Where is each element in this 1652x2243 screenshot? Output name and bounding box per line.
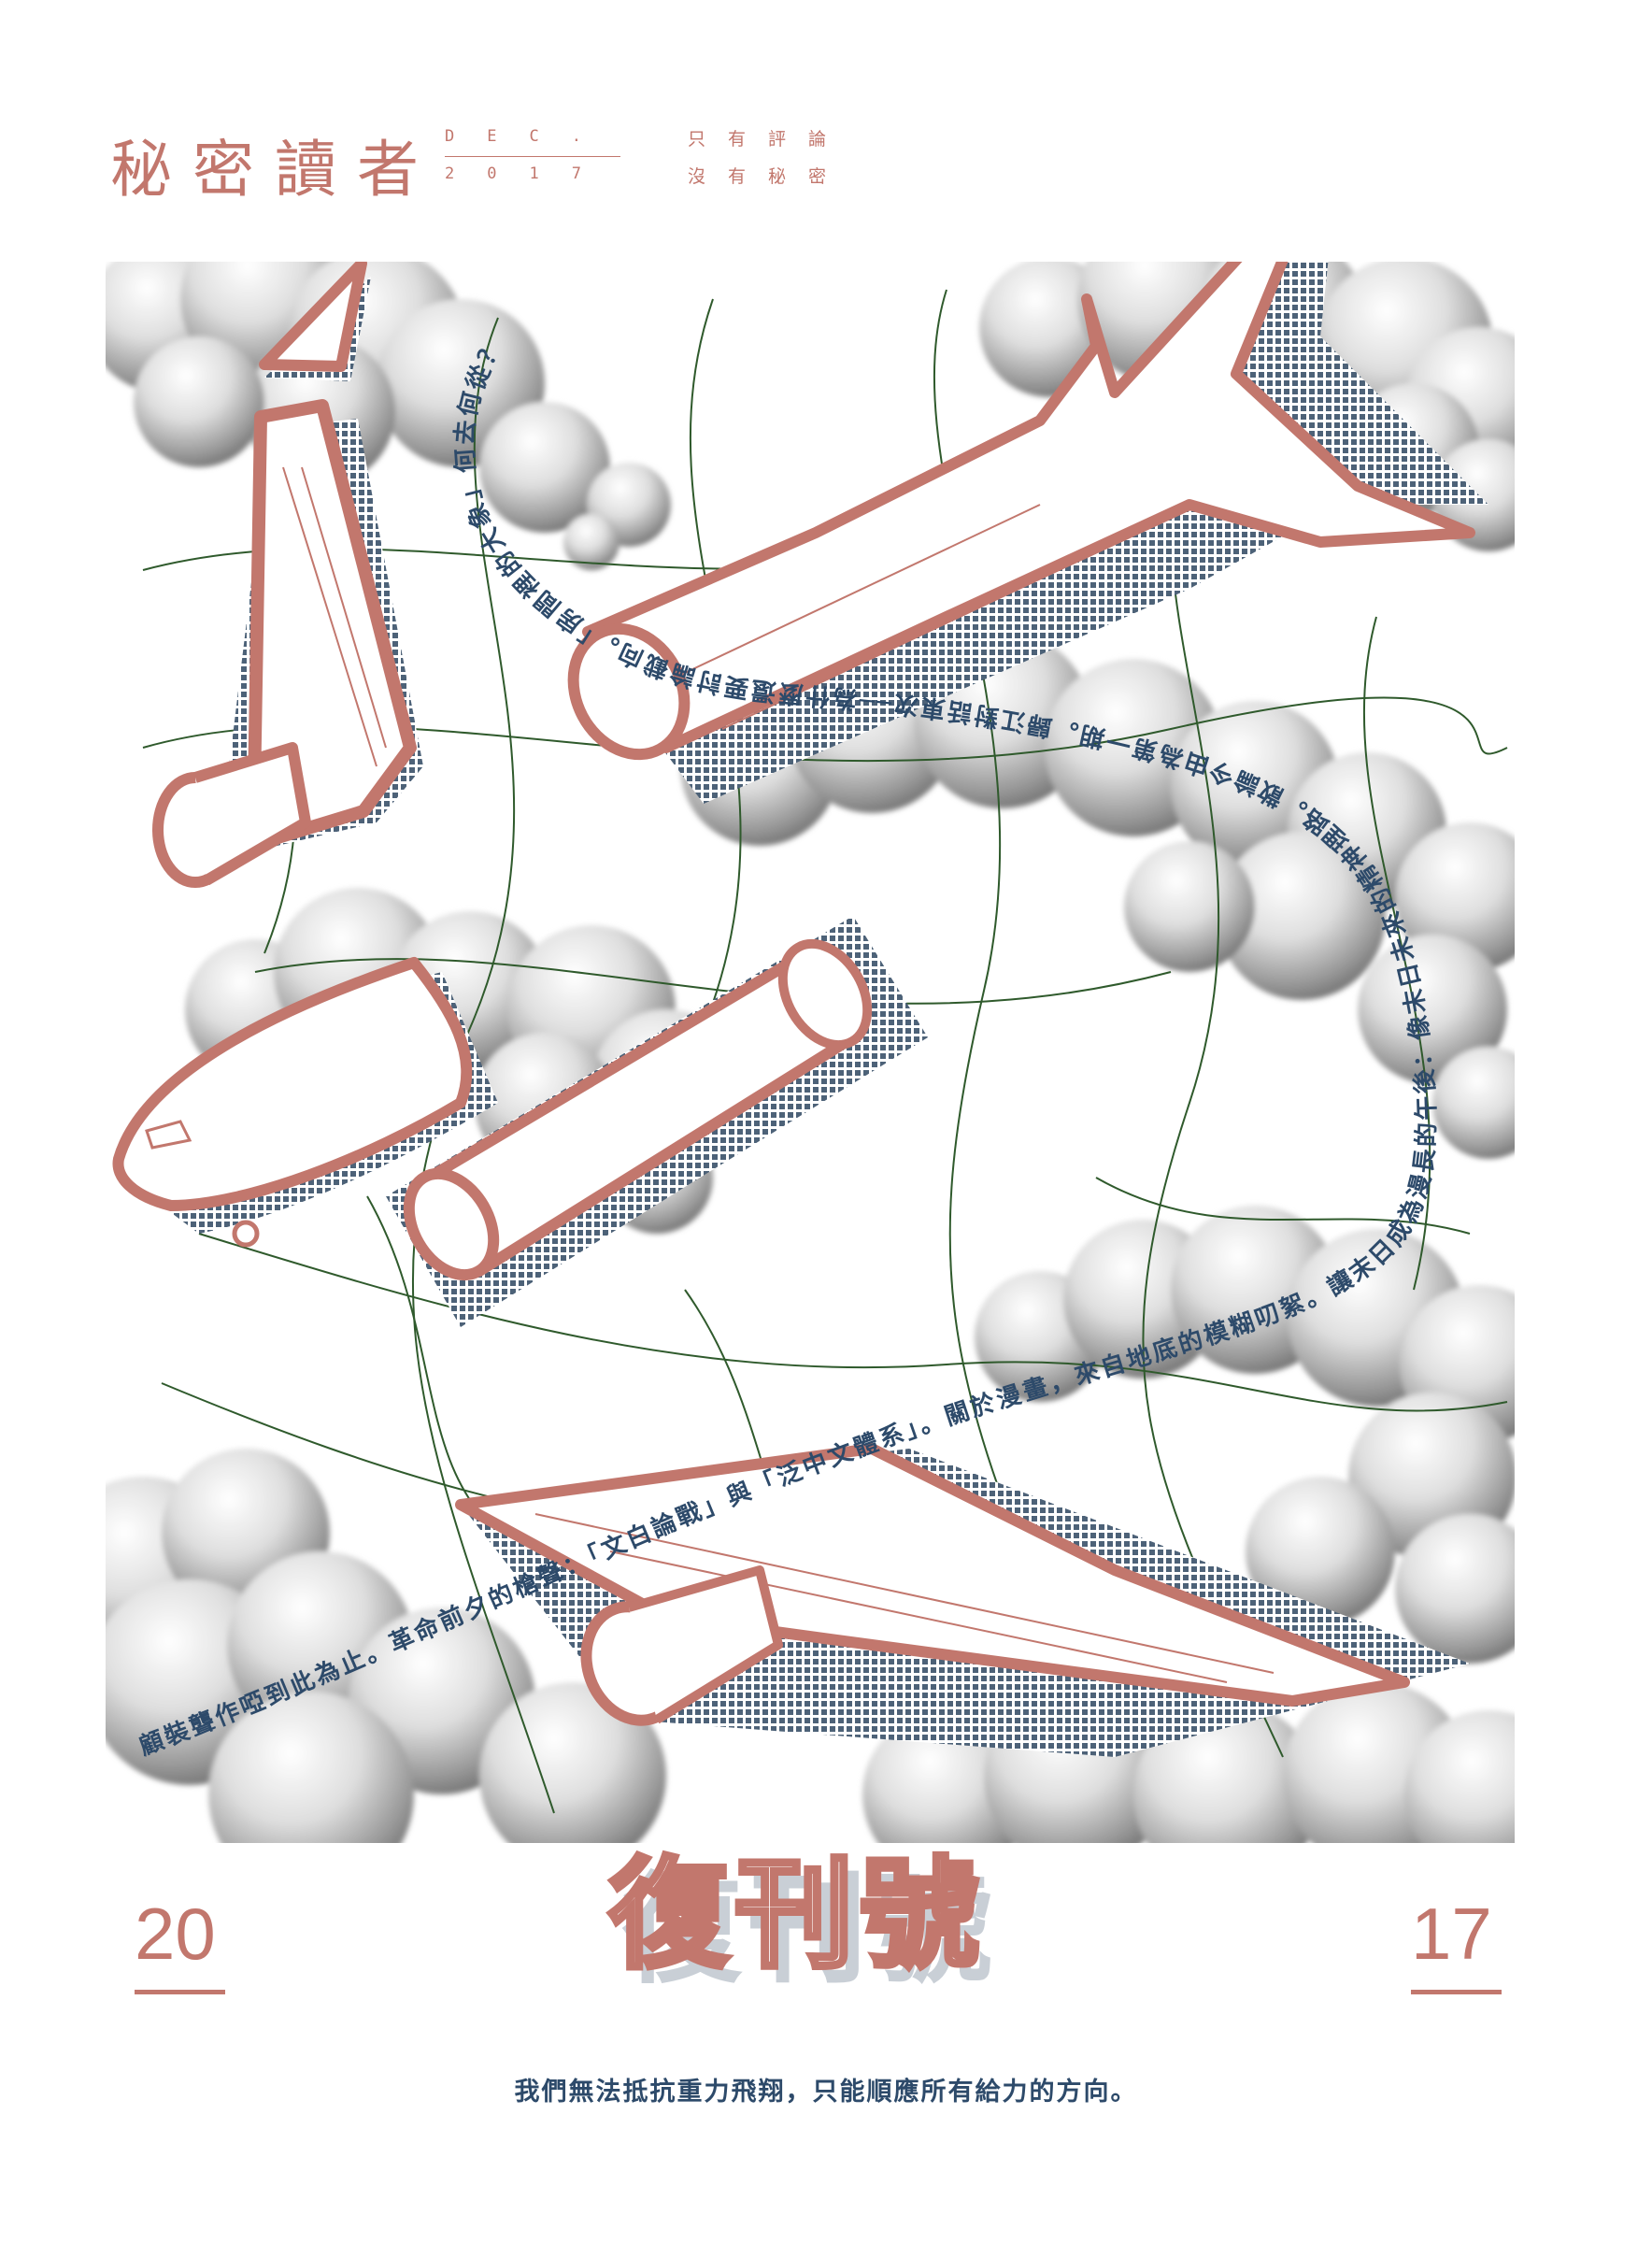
issue-month: DEC.: [445, 127, 614, 146]
year-left: 20: [135, 1893, 216, 1975]
reissue-title: 復刊號: [606, 1846, 986, 1985]
airplane-lower-wing-icon: [455, 1443, 1470, 1757]
cloud-right-lower: [975, 1206, 1515, 1664]
year-left-underline: [135, 1990, 225, 1994]
cloud-bottom-left: [106, 1449, 666, 1843]
airplane-fuselage-tube-icon: [386, 916, 928, 1327]
airplane-tail-fin-icon: [259, 262, 371, 381]
year-right: 17: [1411, 1893, 1492, 1975]
airplane-fuselage-icon: [567, 262, 1488, 804]
tagline-line2: 沒有秘密: [688, 166, 849, 187]
cloud-top-left: [106, 262, 671, 570]
issue-divider: [445, 156, 620, 157]
year-right-underline: [1411, 1990, 1502, 1994]
slogan: 我們無法抵抗重力飛翔，只能順應所有給力的方向。: [514, 2078, 1138, 2107]
airplane-wing-icon: [152, 399, 423, 888]
issue-year: 2017: [445, 164, 614, 183]
cover-illustration: 顧裝聾作啞到此為止。革命前夕的槍聲：「文白論戰」與「泛中文體系」。關於漫畫，來自…: [106, 262, 1515, 1843]
magazine-title: 秘密讀者: [110, 134, 439, 206]
tagline-line1: 只有評論: [688, 129, 849, 150]
airplane-nose-icon: [112, 957, 498, 1248]
